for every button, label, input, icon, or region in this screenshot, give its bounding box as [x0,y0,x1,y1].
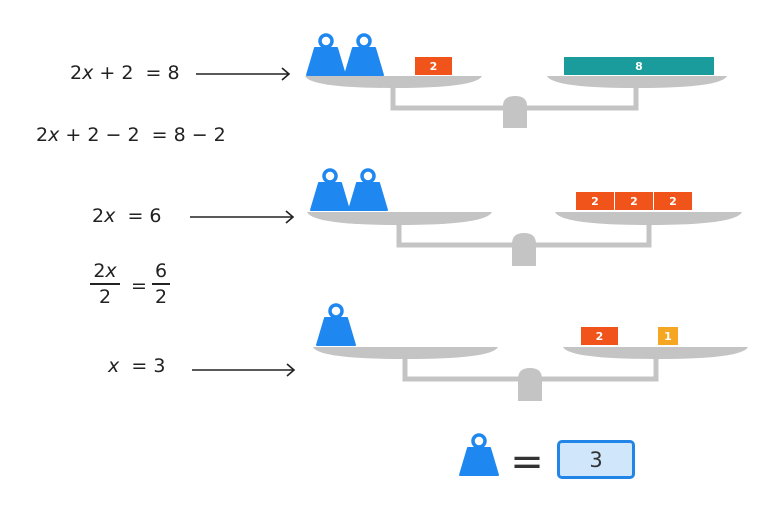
weight-icon [458,433,500,477]
block-2 [654,192,692,210]
scale-2-left-pan [307,212,492,225]
balance-1: 2 8 [305,33,727,128]
block-8 [564,57,714,75]
equation-3: 2x = 6 [92,205,162,227]
scale-1-right-pan [547,76,727,88]
weight-icon [343,33,385,77]
weight-icon [305,33,347,77]
scale-1-fulcrum [503,96,527,128]
balance-3: 2 1 [313,303,748,401]
weight-icon [347,168,389,212]
arrow-3 [192,363,296,377]
block-2 [415,57,452,75]
fraction-rhs: 6 2 [152,260,170,308]
block-label: 2 [591,195,599,208]
block-2 [581,327,618,345]
equation-2: 2x + 2 − 2 = 8 − 2 [36,124,226,146]
balance-2: 2 2 2 [307,168,742,266]
fraction-lhs: 2x 2 [90,260,120,308]
block-2 [576,192,614,210]
result-equals: = [510,439,544,485]
arrow-1 [196,67,291,81]
weight-icon [315,303,357,347]
equation-5: x = 3 [108,355,166,377]
scale-2-right-pan [555,212,742,225]
block-label: 2 [430,60,438,73]
scale-2-fulcrum [512,233,536,266]
block-label: 2 [630,195,638,208]
block-label: 1 [664,330,672,343]
block-label: 2 [669,195,677,208]
scale-3-right-pan [563,347,748,359]
block-2 [615,192,653,210]
arrow-2 [190,210,295,224]
block-label: 8 [635,60,643,73]
scale-3-left-pan [313,347,498,359]
equation-4-equals: = [131,275,147,297]
scale-1-left-pan [305,76,482,88]
equation-1: 2x + 2 = 8 [70,62,180,84]
block-label: 2 [596,330,604,343]
answer-value: 3 [557,440,635,479]
weight-icon [309,168,351,212]
scale-3-fulcrum [518,368,542,401]
block-1 [658,327,678,345]
